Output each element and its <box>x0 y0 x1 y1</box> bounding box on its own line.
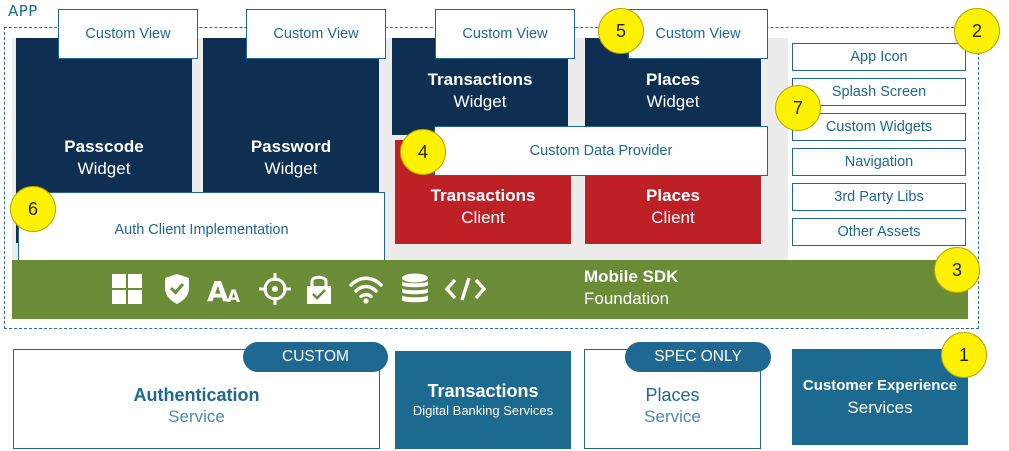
marker-6: 6 <box>10 186 56 232</box>
marker-1: 1 <box>941 332 987 378</box>
spec-only-pill: SPEC ONLY <box>625 342 771 372</box>
crosshair-icon <box>259 273 291 305</box>
places-widget-title: Places <box>646 69 700 89</box>
custom-view-password: Custom View <box>246 9 386 59</box>
custom-view-passcode: Custom View <box>58 9 198 59</box>
transactions-client-title: Transactions <box>430 186 536 205</box>
grid-icon <box>112 274 142 304</box>
transactions-service-sub: Digital Banking Services <box>412 403 554 418</box>
marker-3: 3 <box>934 247 980 293</box>
marker-7: 7 <box>775 85 821 131</box>
customer-experience-sub: Services <box>847 398 913 417</box>
authentication-service-title: Authentication <box>133 385 260 405</box>
passcode-widget-sub: Widget <box>77 158 131 178</box>
custom-pill: CUSTOM <box>243 342 388 372</box>
customer-experience-title: Customer Experience <box>802 377 958 394</box>
third-party-libs-item: 3rd Party Libs <box>792 183 966 211</box>
places-service-sub: Service <box>644 407 701 426</box>
svg-text:A: A <box>207 275 229 306</box>
passcode-widget-title: Passcode <box>64 136 144 156</box>
mobile-sdk-label: Mobile SDK Foundation <box>584 266 678 310</box>
custom-widgets-item: Custom Widgets <box>792 113 966 141</box>
mobile-sdk-title: Mobile SDK <box>584 267 679 286</box>
places-client-title: Places <box>646 186 700 205</box>
custom-view-transactions: Custom View <box>435 9 575 59</box>
lock-check-icon <box>307 275 331 304</box>
app-label: APP <box>8 2 38 20</box>
custom-data-provider: Custom Data Provider <box>434 126 768 176</box>
app-icon-item: App Icon <box>792 43 966 71</box>
transactions-client-sub: Client <box>461 208 505 227</box>
places-client-sub: Client <box>651 208 695 227</box>
auth-client-implementation: Auth Client Implementation <box>18 192 385 268</box>
splash-screen-item: Splash Screen <box>792 78 966 106</box>
places-service-title: Places <box>645 385 700 405</box>
authentication-service-sub: Service <box>168 407 225 426</box>
marker-2: 2 <box>954 8 1000 54</box>
other-assets-item: Other Assets <box>792 218 966 246</box>
custom-view-places: Custom View <box>628 9 768 59</box>
transactions-widget-sub: Widget <box>453 91 507 111</box>
svg-text:A: A <box>227 287 241 306</box>
database-icon <box>402 273 428 303</box>
password-widget-title: Password <box>250 136 332 156</box>
customer-experience-service: Customer Experience Services <box>792 349 968 445</box>
mobile-sdk-sub: Foundation <box>584 289 670 308</box>
places-widget-sub: Widget <box>646 91 700 111</box>
mobile-sdk-bar <box>12 260 968 319</box>
shield-check-icon <box>165 274 189 304</box>
transactions-widget-title: Transactions <box>427 69 533 89</box>
transactions-service-title: Transactions <box>427 381 539 401</box>
text-size-icon: A A <box>207 275 241 306</box>
code-icon <box>444 277 487 301</box>
marker-5: 5 <box>598 8 644 54</box>
password-widget-sub: Widget <box>264 158 318 178</box>
transactions-service: Transactions Digital Banking Services <box>395 351 571 449</box>
wifi-icon <box>349 276 383 304</box>
navigation-item: Navigation <box>792 148 966 176</box>
marker-4: 4 <box>400 129 446 175</box>
